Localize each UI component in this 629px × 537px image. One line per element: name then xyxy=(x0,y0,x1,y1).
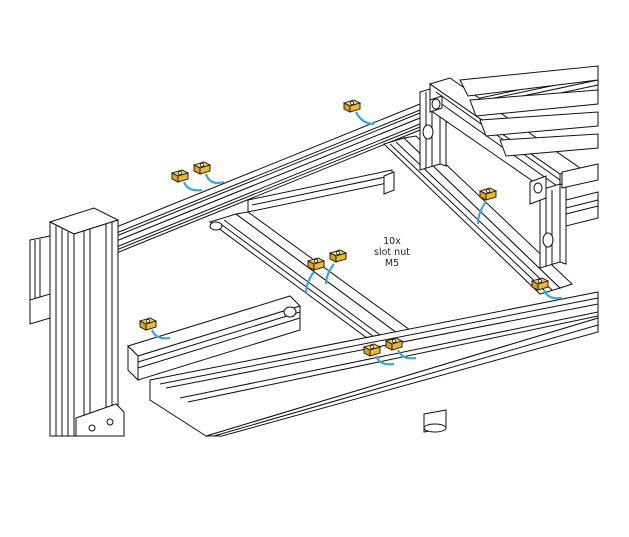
left-rear-rails xyxy=(29,235,51,325)
slot-nut-icon xyxy=(139,317,157,331)
slot-nuts xyxy=(139,99,563,366)
placement-arrow-icon xyxy=(204,173,225,185)
slot-nut-icon xyxy=(193,161,211,175)
placement-arrow-icon xyxy=(182,181,203,192)
callout-part-size: M5 xyxy=(384,258,400,269)
callout-quantity: 10x xyxy=(383,236,401,247)
slot-nut-icon xyxy=(479,187,497,201)
left-front-crossbar xyxy=(127,295,301,382)
inner-frame xyxy=(208,135,573,359)
slot-nut-icon xyxy=(343,99,361,113)
placement-arrow-icon xyxy=(150,329,171,340)
slot-nut-icon xyxy=(329,249,347,263)
placement-arrow-icon xyxy=(304,271,315,295)
right-support-structure xyxy=(419,65,599,269)
placement-arrow-icon xyxy=(374,355,395,366)
slot-nut-icon xyxy=(171,169,189,183)
placement-arrow-icon xyxy=(476,201,487,225)
placement-arrow-icon xyxy=(355,111,375,126)
callout-part-name: slot nut xyxy=(374,247,410,258)
placement-arrow-icon xyxy=(542,289,563,300)
left-vertical-post xyxy=(48,207,125,437)
front-diagonal-rail xyxy=(149,291,599,437)
slot-nut-callout: 10x slot nut M5 xyxy=(352,236,432,269)
placement-arrow-icon xyxy=(324,263,335,285)
placement-arrow-icon xyxy=(396,349,417,360)
